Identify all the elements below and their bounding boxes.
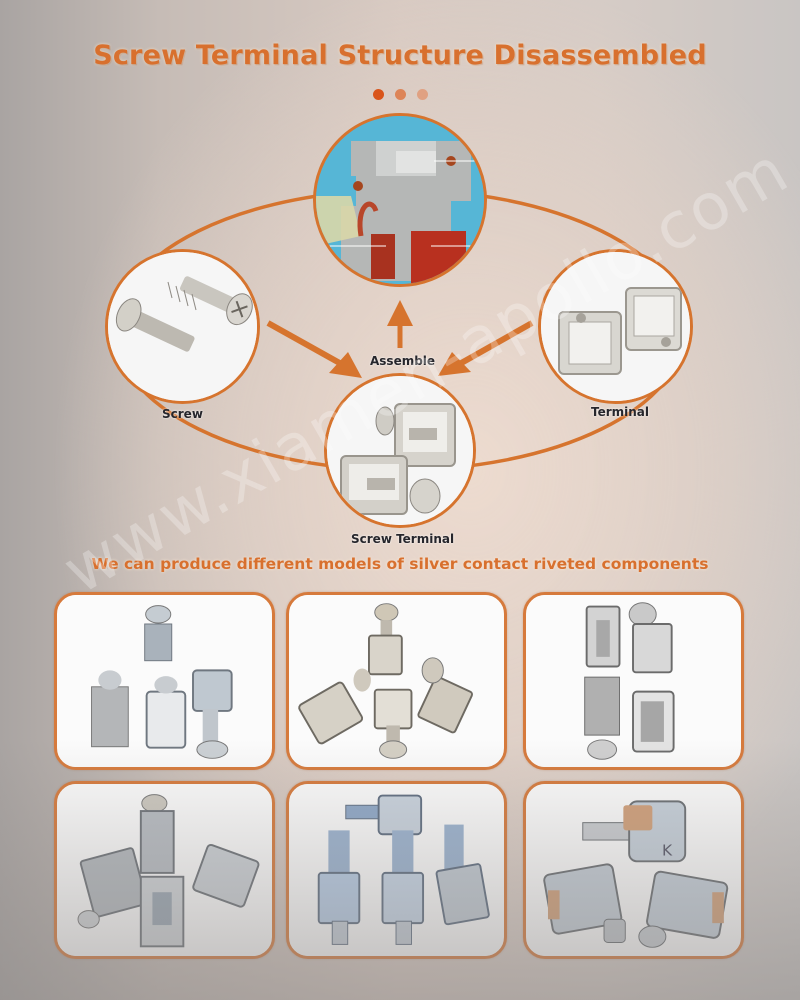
dot-1 (373, 89, 384, 100)
product-card-1[interactable] (54, 592, 275, 770)
product-card-3[interactable] (523, 592, 744, 770)
assemble-label: Assemble (370, 354, 436, 368)
product-card-2[interactable] (286, 592, 507, 770)
arrow-from-terminal-icon (438, 320, 534, 376)
product-card-5[interactable] (286, 781, 507, 959)
breaker-cutaway-image (313, 113, 487, 287)
page-title: Screw Terminal Structure Disassembled (93, 40, 707, 71)
product-photo-6: K (526, 784, 741, 956)
screw-terminal-label: Screw Terminal (351, 532, 455, 546)
decorative-dots (373, 89, 428, 100)
products-subtitle: We can produce different models of silve… (91, 555, 709, 573)
product-card-4[interactable] (54, 781, 275, 959)
dot-3 (417, 89, 428, 100)
product-photo-1 (57, 595, 272, 767)
product-photo-5 (289, 784, 504, 956)
arrow-up-icon (387, 300, 413, 348)
dot-2 (395, 89, 406, 100)
product-photo-2 (289, 595, 504, 767)
screw-label: Screw (162, 407, 203, 421)
terminal-image (538, 249, 693, 404)
arrow-from-screw-icon (266, 320, 362, 378)
screw-terminal-image (324, 373, 476, 528)
product-card-6[interactable]: K (523, 781, 744, 959)
terminal-label: Terminal (591, 405, 650, 419)
svg-text:K: K (662, 842, 673, 860)
product-photo-4 (57, 784, 272, 956)
screw-image (105, 249, 260, 404)
product-photo-3 (526, 595, 741, 767)
